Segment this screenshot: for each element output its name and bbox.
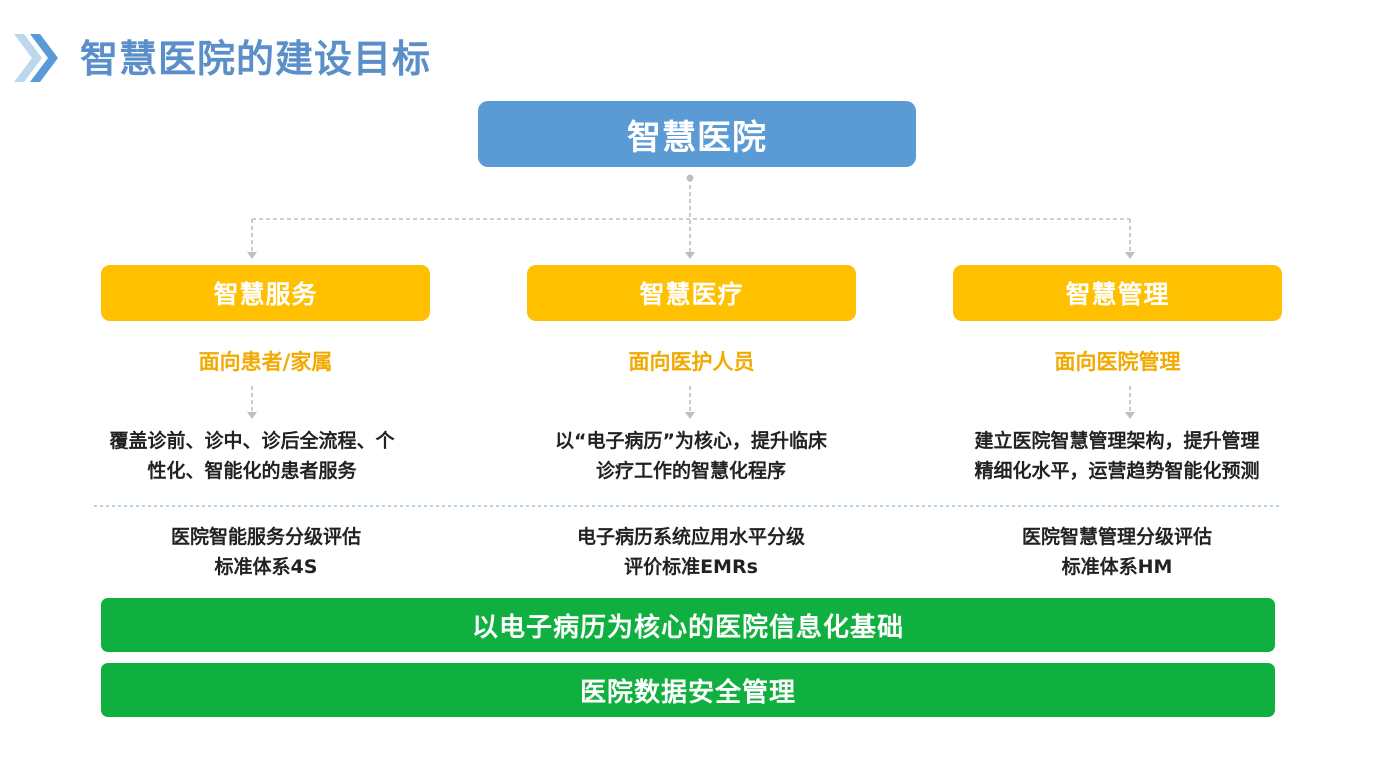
description-line: 诊疗工作的智慧化程序 [595,460,786,482]
description-line: 覆盖诊前、诊中、诊后全流程、个 [109,430,395,452]
audience-label-smart-management: 面向医院管理 [1054,350,1181,374]
evaluation-line: 标准体系4S [214,556,318,578]
evaluation-smart-service: 医院智能服务分级评估 标准体系4S [96,522,436,582]
branch-node-smart-management: 智慧管理 [953,265,1282,321]
description-line: 精细化水平，运营趋势智能化预测 [974,460,1260,482]
audience-label-smart-service: 面向患者/家属 [198,350,333,374]
description-smart-service: 覆盖诊前、诊中、诊后全流程、个 性化、智能化的患者服务 [82,426,422,486]
chevron-right-icon [14,34,58,82]
description-line: 性化、智能化的患者服务 [147,460,357,482]
description-line: 建立医院智慧管理架构，提升管理 [974,430,1260,452]
audience-label-smart-medical: 面向医护人员 [628,350,755,374]
evaluation-line: 医院智能服务分级评估 [170,526,361,548]
description-smart-management: 建立医院智慧管理架构，提升管理 精细化水平，运营趋势智能化预测 [947,426,1287,486]
branch-node-smart-medical: 智慧医疗 [527,265,856,321]
evaluation-smart-medical: 电子病历系统应用水平分级 评价标准EMRs [521,522,861,582]
foundation-bar-data-security: 医院数据安全管理 [101,663,1275,717]
description-smart-medical: 以“电子病历”为核心，提升临床 诊疗工作的智慧化程序 [521,426,861,486]
foundation-bar-emr: 以电子病历为核心的医院信息化基础 [101,598,1275,652]
description-line: 以“电子病历”为核心，提升临床 [555,430,827,452]
branch-node-smart-service: 智慧服务 [101,265,430,321]
evaluation-smart-management: 医院智慧管理分级评估 标准体系HM [947,522,1287,582]
root-node: 智慧医院 [478,101,916,167]
evaluation-line: 电子病历系统应用水平分级 [576,526,805,548]
evaluation-line: 评价标准EMRs [624,556,758,578]
evaluation-line: 医院智慧管理分级评估 [1021,526,1212,548]
page-title: 智慧医院的建设目标 [80,37,432,81]
evaluation-line: 标准体系HM [1061,556,1173,578]
